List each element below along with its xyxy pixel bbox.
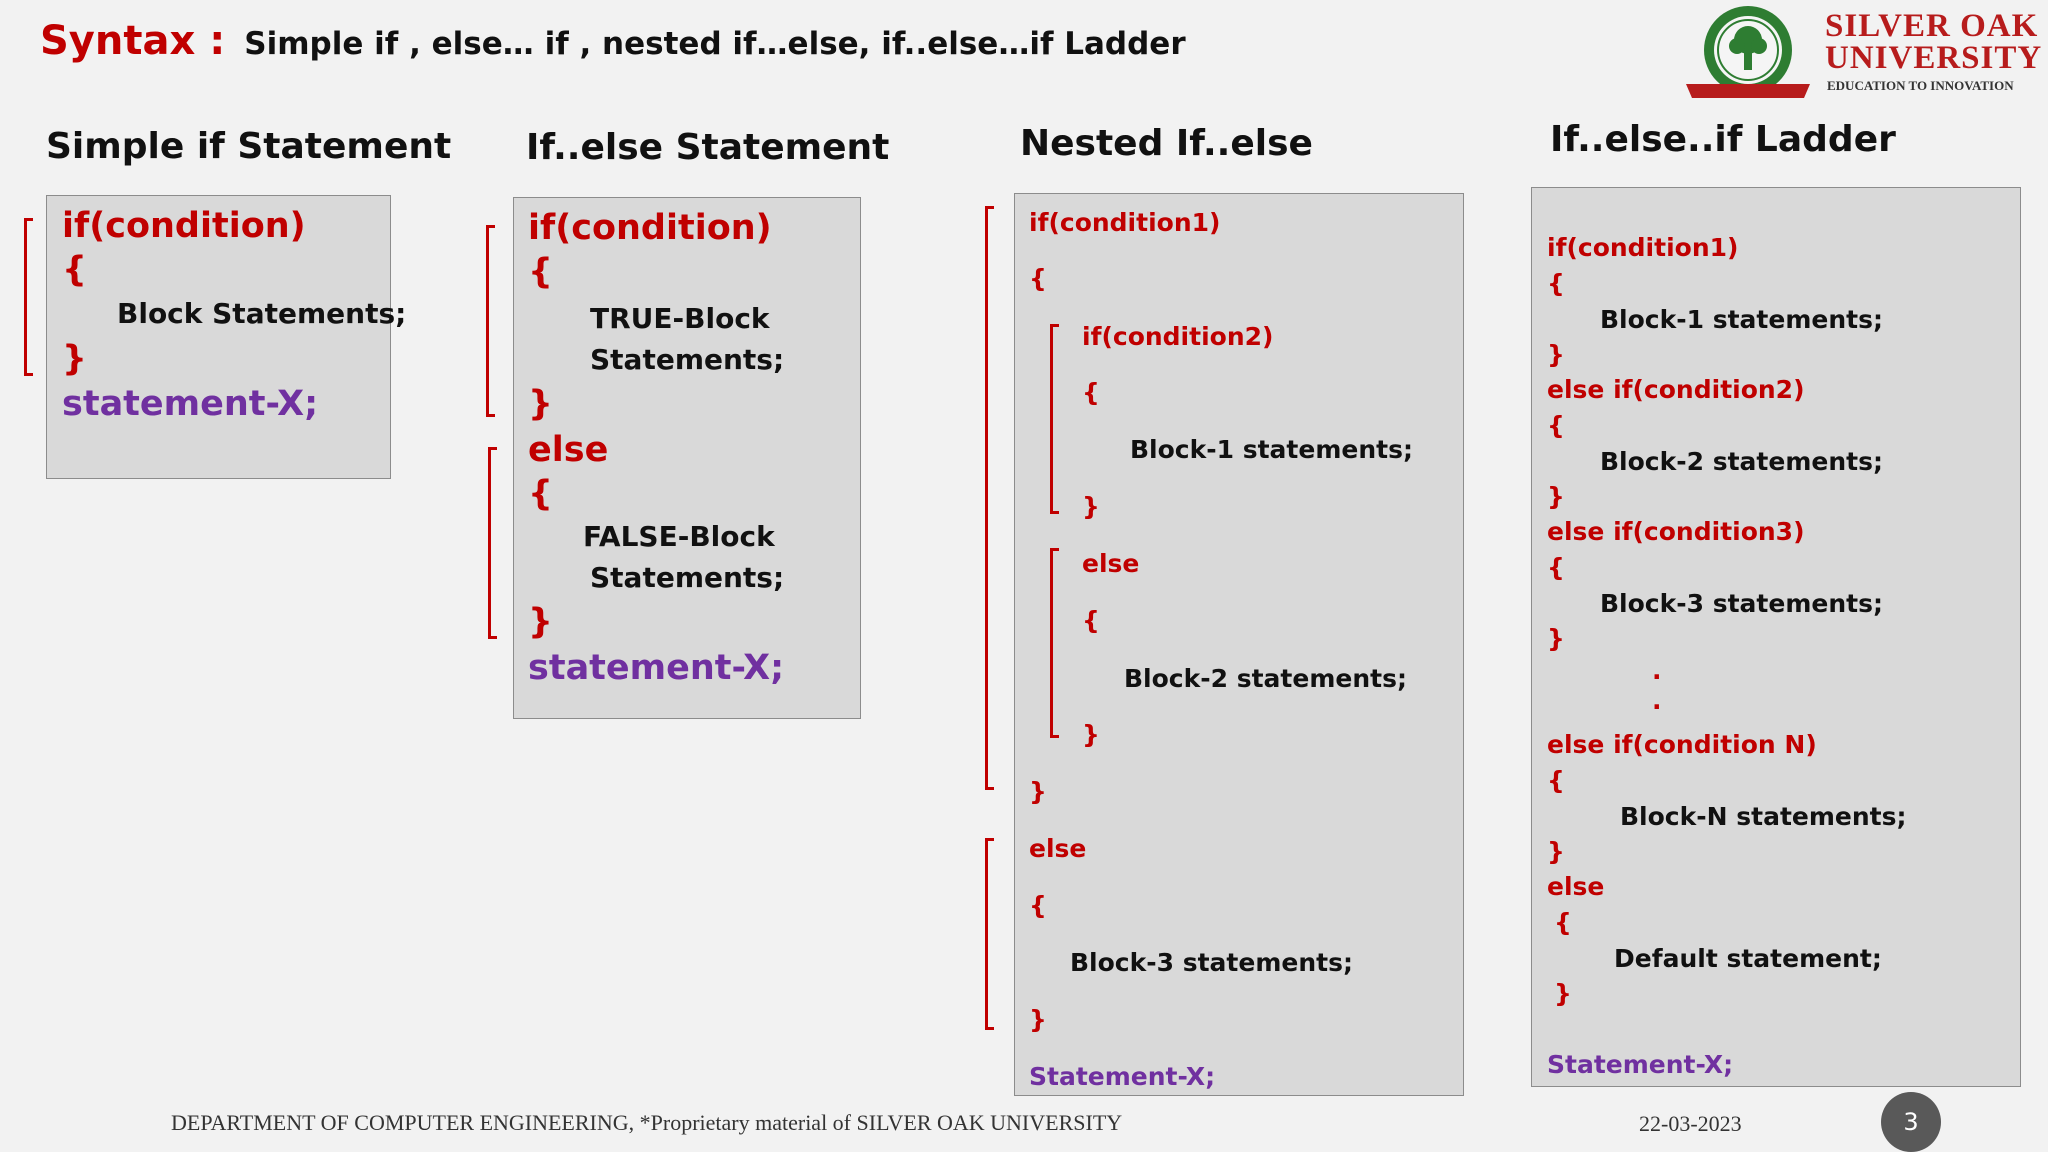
code-line: else if(condition2) [1547, 375, 1805, 404]
heading-if-else: If..else Statement [526, 127, 890, 168]
else-if-ladder-code-box: if(condition1) { Block-1 statements; } e… [1531, 187, 2021, 1087]
code-line: { [62, 250, 87, 290]
code-line: } [62, 339, 87, 379]
code-line: { [1547, 269, 1565, 298]
code-line: Default statement; [1614, 944, 1882, 973]
code-line: Block-3 statements; [1070, 948, 1353, 977]
logo-line2: UNIVERSITY [1825, 40, 2043, 76]
code-line: } [1547, 482, 1565, 511]
slide-title: Syntax : Simple if , else… if , nested i… [40, 18, 1186, 64]
code-line: Statements; [590, 343, 785, 376]
heading-simple-if: Simple if Statement [46, 126, 452, 167]
code-line: if(condition1) [1029, 208, 1221, 237]
code-line: FALSE-Block [583, 520, 775, 553]
code-line: Statement-X; [1029, 1062, 1216, 1091]
block-bracket [985, 206, 994, 790]
code-line: { [1082, 606, 1100, 635]
code-line: Statements; [590, 561, 785, 594]
code-line: if(condition1) [1547, 233, 1739, 262]
code-line: } [1082, 492, 1100, 521]
block-bracket [488, 447, 497, 639]
university-logo: SILVER OAK UNIVERSITY EDUCATION TO INNOV… [1682, 2, 2046, 106]
code-line: else if(condition N) [1547, 730, 1817, 759]
code-line: else [1547, 872, 1605, 901]
page-number-badge: 3 [1881, 1092, 1941, 1152]
block-bracket [985, 838, 994, 1030]
code-line: else [528, 430, 609, 470]
code-line: Block-2 statements; [1600, 447, 1883, 476]
code-line: statement-X; [62, 384, 319, 424]
code-line: } [1554, 979, 1572, 1008]
heading-nested-if-else: Nested If..else [1020, 123, 1313, 164]
code-line: } [1547, 624, 1565, 653]
syntax-label: Syntax : [40, 18, 226, 64]
page-number: 3 [1903, 1108, 1919, 1136]
code-line: Block-N statements; [1620, 802, 1907, 831]
nested-if-else-code-box: if(condition1) { if(condition2) { Block-… [1014, 193, 1464, 1096]
logo-tagline: EDUCATION TO INNOVATION [1827, 78, 2014, 93]
footer-date: 22-03-2023 [1639, 1111, 1742, 1136]
university-seal-icon [1686, 6, 1810, 98]
code-line: . [1652, 686, 1662, 715]
logo-line1: SILVER OAK [1825, 8, 2039, 44]
if-else-code-box: if(condition) { TRUE-Block Statements; }… [513, 197, 861, 719]
footer-department: DEPARTMENT OF COMPUTER ENGINEERING, *Pro… [171, 1110, 1123, 1135]
code-line: Block-3 statements; [1600, 589, 1883, 618]
code-line: } [1029, 1005, 1047, 1034]
code-line: TRUE-Block [590, 302, 770, 335]
code-line: } [528, 602, 553, 642]
code-line: { [528, 474, 553, 514]
code-line: { [1547, 553, 1565, 582]
code-line: else if(condition3) [1547, 517, 1805, 546]
block-bracket [1050, 548, 1059, 738]
code-line: { [1029, 264, 1047, 293]
code-line: } [1547, 837, 1565, 866]
code-line: { [1547, 411, 1565, 440]
title-text: Simple if , else… if , nested if…else, i… [244, 26, 1186, 62]
code-line: } [1082, 720, 1100, 749]
code-line: statement-X; [528, 648, 785, 688]
code-line: } [1547, 340, 1565, 369]
code-line: Block Statements; [117, 297, 407, 330]
code-line: Block-2 statements; [1124, 664, 1407, 693]
code-line: Block-1 statements; [1130, 435, 1413, 464]
block-bracket [486, 225, 495, 417]
code-line: { [1547, 766, 1565, 795]
code-line: if(condition2) [1082, 322, 1274, 351]
code-line: else [1082, 549, 1140, 578]
code-line: Block-1 statements; [1600, 305, 1883, 334]
code-line: else [1029, 834, 1087, 863]
heading-else-if-ladder: If..else..if Ladder [1550, 119, 1896, 160]
code-line: if(condition) [528, 208, 772, 248]
block-bracket [24, 218, 33, 376]
code-line: if(condition) [62, 206, 306, 246]
code-line: { [1554, 908, 1572, 937]
simple-if-code-box: if(condition) { Block Statements; } stat… [46, 195, 406, 479]
block-bracket [1050, 324, 1059, 514]
code-line: { [528, 252, 553, 292]
code-line: } [1029, 777, 1047, 806]
code-line: Statement-X; [1547, 1050, 1734, 1079]
code-line: . [1652, 656, 1662, 685]
code-line: { [1082, 378, 1100, 407]
code-line: { [1029, 891, 1047, 920]
code-line: } [528, 384, 553, 424]
